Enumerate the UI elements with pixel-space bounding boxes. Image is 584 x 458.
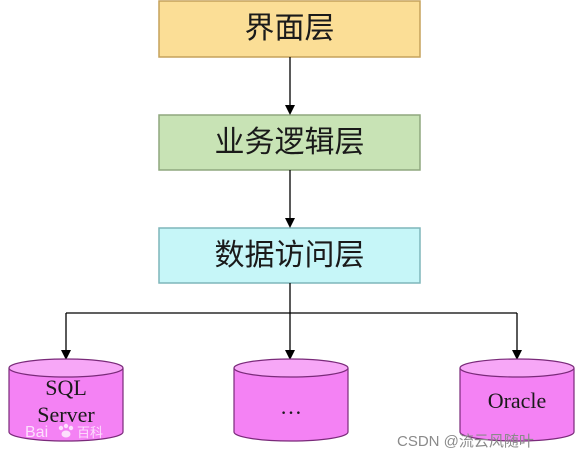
- database-label-server: Server: [37, 402, 95, 427]
- layer-label-business-logic: 业务逻辑层: [215, 126, 365, 159]
- layer-box-ui: 界面层: [158, 0, 421, 58]
- csdn-watermark: CSDN @流云风随叶: [397, 433, 534, 450]
- layer-box-business-logic: 业务逻辑层: [158, 114, 421, 171]
- database-oracle: Oracle: [459, 358, 575, 442]
- baidu-watermark-text: Bai: [25, 424, 48, 441]
- database-sqlserver: SQL Server: [8, 358, 124, 442]
- branch-connector: [61, 283, 522, 360]
- paw-icon: [58, 423, 74, 438]
- database-label-oracle: Oracle: [488, 388, 547, 413]
- layer-box-data-access: 数据访问层: [158, 227, 421, 284]
- database-label-sql: SQL: [45, 375, 87, 400]
- layer-label-data-access: 数据访问层: [215, 239, 365, 272]
- baidu-watermark: Bai 百科: [25, 423, 103, 441]
- database-other: …: [233, 358, 349, 442]
- layer-label-ui: 界面层: [245, 12, 335, 45]
- baidu-watermark-suffix: 百科: [77, 425, 103, 440]
- database-label-ellipsis: …: [280, 394, 302, 419]
